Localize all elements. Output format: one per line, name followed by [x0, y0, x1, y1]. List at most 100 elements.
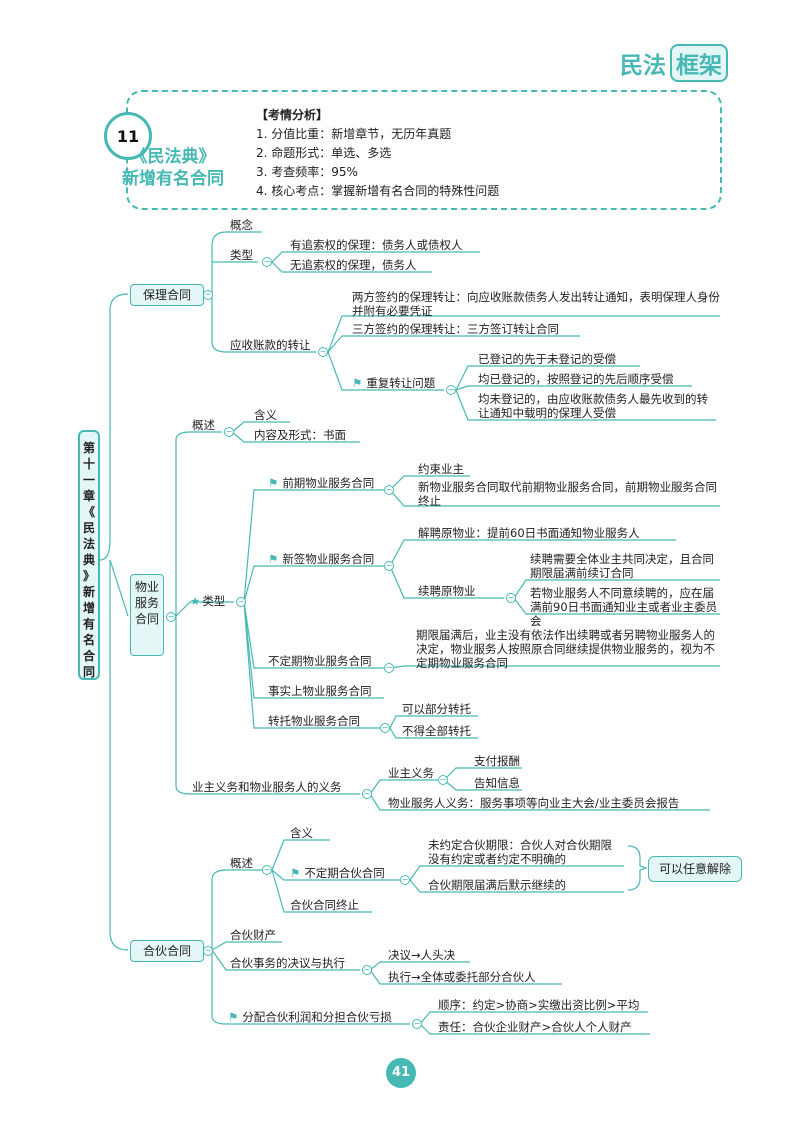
- node-dismiss-original: 解聘原物业：提前60日书面通知物业服务人: [418, 526, 640, 540]
- node-wuye-types: ★类型: [190, 594, 225, 608]
- node-liability: 责任：合伙企业财产>合伙人个人财产: [438, 1020, 632, 1034]
- node-tacit-continue: 合伙期限届满后默示继续的: [428, 878, 566, 892]
- node-inform: 告知信息: [474, 776, 520, 790]
- analysis-item: 2. 命题形式：单选、多选: [256, 146, 392, 160]
- brand-text: 民法: [620, 53, 666, 79]
- node-gainian: 概念: [230, 218, 253, 232]
- analysis-text: 【考情分析】 1. 分值比重：新增章节，无历年真题 2. 命题形式：单选、多选 …: [256, 106, 499, 201]
- node-pay-fee: 支付报酬: [474, 754, 520, 768]
- node-hehuo-overview: 概述: [230, 856, 253, 870]
- collapse-toggle[interactable]: −: [203, 290, 213, 300]
- collapse-toggle[interactable]: −: [506, 593, 516, 603]
- node-wuye-contract[interactable]: 物业服务合同: [130, 574, 164, 656]
- collapse-toggle[interactable]: −: [262, 865, 272, 875]
- node-resolution-execution: 合伙事务的决议与执行: [230, 956, 345, 970]
- collapse-toggle[interactable]: −: [362, 965, 372, 975]
- collapse-toggle[interactable]: −: [166, 612, 176, 622]
- node-repeat-transfer-label: 重复转让问题: [366, 376, 436, 390]
- node-wuye-overview: 概述: [192, 418, 215, 432]
- analysis-heading: 【考情分析】: [256, 108, 329, 122]
- node-leixing: 类型: [230, 248, 253, 262]
- node-early-contract: ⚑前期物业服务合同: [268, 476, 374, 490]
- collapse-toggle[interactable]: −: [384, 663, 394, 673]
- flag-icon: ⚑: [228, 1010, 239, 1024]
- node-order: 顺序：约定>协商>实缴出资比例>平均: [438, 998, 640, 1012]
- node-no-term-agreed: 未约定合伙期限：合伙人对合伙期限没有约定或者约定不明确的: [428, 838, 612, 866]
- node-owner-obligations: 业主义务: [388, 766, 434, 780]
- root-char: 新: [82, 585, 95, 599]
- node-receivable-transfer: 应收账款的转让: [230, 338, 311, 352]
- collapse-toggle[interactable]: −: [384, 561, 394, 571]
- analysis-item: 3. 考查频率：95%: [256, 165, 358, 179]
- root-char: 》: [82, 569, 95, 583]
- flag-icon: ⚑: [268, 552, 279, 566]
- collapse-toggle[interactable]: −: [203, 946, 213, 956]
- node-wuye-types-label: 类型: [202, 594, 226, 608]
- node-indefinite-contract: 不定期物业服务合同: [268, 654, 372, 668]
- chapter-title-line1: 《民法典》: [130, 147, 216, 167]
- node-partnership-termination: 合伙合同终止: [290, 898, 359, 912]
- node-indefinite-partnership: ⚑不定期合伙合同: [290, 866, 385, 880]
- node-indefinite-desc: 期限届满后，业主没有依法作出续聘或者另聘物业服务人的决定，物业服务人按照原合同继…: [416, 628, 715, 670]
- root-char: 章: [82, 489, 95, 503]
- node-without-recourse: 无追索权的保理，债务人: [290, 258, 417, 272]
- node-partnership-property: 合伙财产: [230, 928, 276, 942]
- collapse-toggle[interactable]: −: [224, 427, 234, 437]
- node-resolution: 决议→人头决: [388, 948, 456, 962]
- node-none-registered: 均未登记的，由应收账款债务人最先收到的转让通知中载明的保理人受偿: [478, 392, 708, 420]
- collapse-toggle[interactable]: −: [362, 789, 372, 799]
- node-obligations: 业主义务和物业服务人的义务: [192, 780, 342, 794]
- flag-icon: ⚑: [352, 376, 363, 390]
- node-with-recourse: 有追索权的保理：债务人或债权人: [290, 238, 463, 252]
- root-char: 典: [82, 553, 95, 567]
- node-registered-first: 已登记的先于未登记的受偿: [478, 352, 616, 366]
- node-profit-loss-label: 分配合伙利润和分担合伙亏损: [242, 1010, 392, 1024]
- node-wuye-content: 内容及形式：书面: [254, 428, 346, 442]
- root-char: 有: [82, 617, 95, 631]
- node-new-contract-label: 新签物业服务合同: [282, 552, 375, 566]
- root-char: 民: [82, 521, 95, 535]
- node-indefinite-partnership-label: 不定期合伙合同: [304, 866, 385, 880]
- root-char: 一: [82, 473, 95, 487]
- root-char: 十: [82, 457, 95, 471]
- node-two-party-transfer: 两方签约的保理转让：向应收账款债务人发出转让通知，表明保理人身份并附有必要凭证: [352, 290, 720, 318]
- analysis-item: 1. 分值比重：新增章节，无历年真题: [256, 127, 452, 141]
- flag-icon: ⚑: [268, 476, 279, 490]
- node-wuye-meaning: 含义: [254, 408, 277, 422]
- collapse-toggle[interactable]: −: [380, 723, 390, 733]
- node-servicer-obligations: 物业服务人义务：服务事项等向业主大会/业主委员会报告: [388, 796, 680, 810]
- chapter-title-line2: 新增有名合同: [122, 169, 224, 189]
- node-baoli-contract[interactable]: 保理合同: [130, 284, 204, 306]
- collapse-toggle[interactable]: −: [318, 347, 328, 357]
- chapter-title: 《民法典》 新增有名合同: [112, 146, 234, 190]
- root-char: 法: [82, 537, 95, 551]
- collapse-toggle[interactable]: −: [438, 775, 448, 785]
- node-renew-original: 续聘原物业: [418, 584, 476, 598]
- collapse-toggle[interactable]: −: [446, 385, 456, 395]
- star-icon: ★: [190, 594, 201, 608]
- node-repeat-transfer: ⚑重复转让问题: [352, 376, 435, 390]
- collapse-toggle[interactable]: −: [400, 875, 410, 885]
- collapse-toggle[interactable]: −: [384, 485, 394, 495]
- root-char: 合: [82, 649, 95, 663]
- node-new-contract: ⚑新签物业服务合同: [268, 552, 374, 566]
- root-node[interactable]: 第 十 一 章 《 民 法 典 》 新 增 有 名 合 同: [78, 430, 100, 680]
- node-early-contract-label: 前期物业服务合同: [282, 476, 375, 490]
- collapse-toggle[interactable]: −: [236, 597, 246, 607]
- analysis-item: 4. 核心考点：掌握新增有名合同的特殊性问题: [256, 184, 500, 198]
- free-termination-pill: 可以任意解除: [648, 856, 742, 882]
- brand-logo: 民法 框架: [620, 44, 728, 82]
- node-subcontract: 转托物业服务合同: [268, 714, 360, 728]
- root-char: 第: [82, 441, 95, 455]
- node-profit-loss: ⚑分配合伙利润和分担合伙亏损: [228, 1010, 392, 1024]
- node-new-replaces-early: 新物业服务合同取代前期物业服务合同，前期物业服务合同终止: [418, 480, 717, 508]
- node-hehuo-contract[interactable]: 合伙合同: [130, 940, 204, 962]
- node-bind-owners: 约束业主: [418, 462, 464, 476]
- node-de-facto-contract: 事实上物业服务合同: [268, 684, 372, 698]
- page-number: 41: [386, 1058, 416, 1088]
- collapse-toggle[interactable]: −: [412, 1019, 422, 1029]
- collapse-toggle[interactable]: −: [262, 257, 272, 267]
- node-renew-refuse: 若物业服务人不同意续聘的，应在届满前90日书面通知业主或者业主委员会: [530, 586, 718, 628]
- root-char: 同: [82, 665, 95, 679]
